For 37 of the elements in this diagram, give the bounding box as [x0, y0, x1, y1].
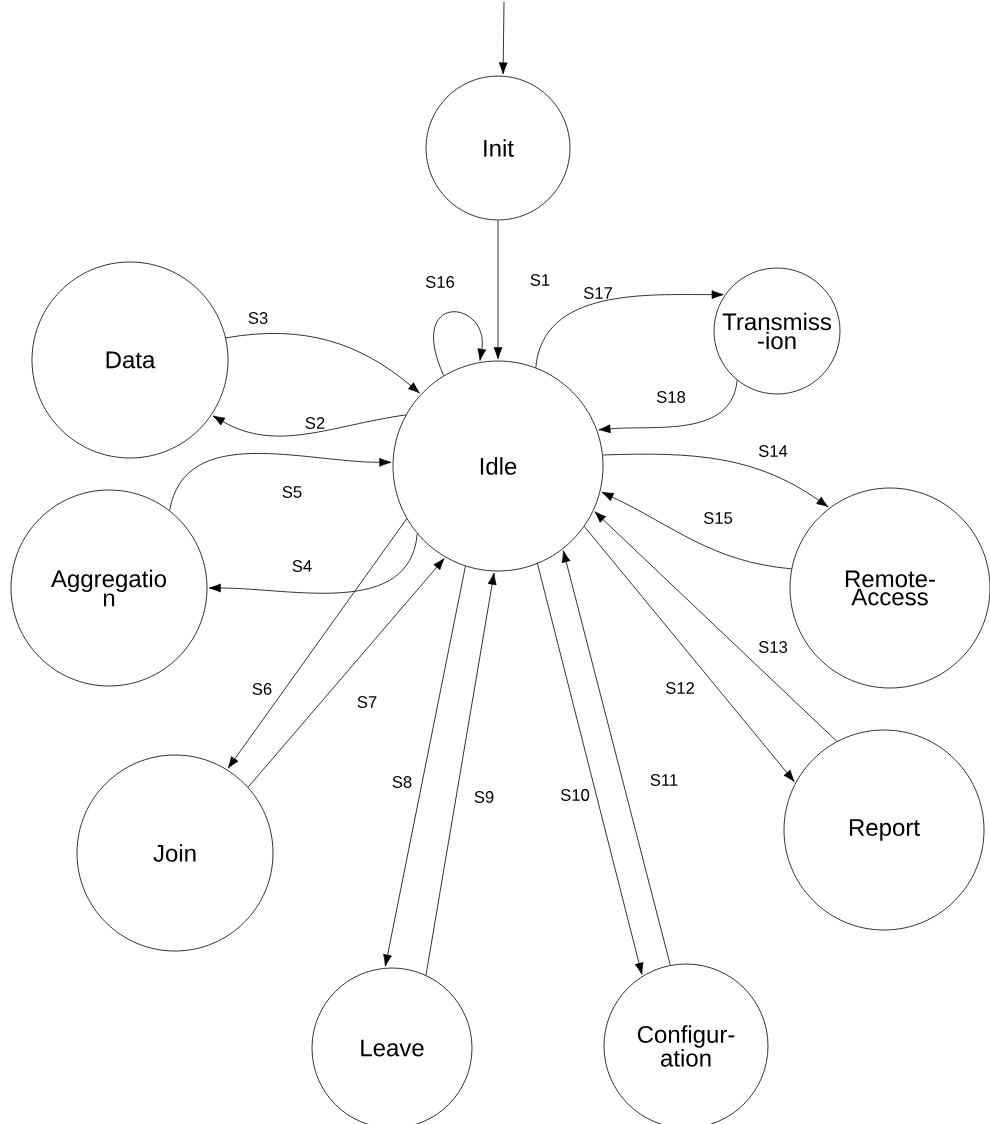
arrow — [594, 511, 838, 742]
edge-label: S1 — [530, 274, 550, 286]
edge-label: S9 — [474, 791, 494, 803]
edge-label: S3 — [248, 312, 268, 324]
arrow — [225, 333, 420, 394]
arrow — [601, 491, 792, 570]
arrow — [598, 379, 738, 434]
arrow — [561, 550, 671, 966]
edge-label: S18 — [656, 391, 686, 403]
edge-label: S10 — [560, 789, 590, 801]
arrow — [493, 220, 503, 360]
edge-label: S13 — [758, 641, 788, 653]
edge-label: S12 — [665, 682, 694, 694]
arrow — [498, 1, 508, 75]
edge-label: S7 — [357, 696, 377, 708]
arrow — [227, 518, 408, 769]
edge-label: S8 — [392, 776, 412, 788]
arrow — [602, 453, 829, 508]
arrow — [383, 565, 466, 967]
edge-label: S6 — [252, 683, 272, 695]
arrow — [208, 533, 418, 594]
arrow — [247, 558, 445, 788]
edge-label: S14 — [758, 445, 788, 457]
arrow — [583, 526, 795, 782]
arrow — [425, 572, 497, 976]
edge-label: S16 — [425, 276, 455, 288]
arrow — [535, 290, 724, 368]
edge-label: S4 — [292, 560, 312, 572]
edge-label: S15 — [703, 512, 733, 524]
arrow — [433, 311, 487, 377]
edge-label: S5 — [282, 486, 302, 498]
edge-label: S2 — [305, 417, 325, 429]
edge-label: S17 — [583, 287, 612, 299]
edge-label: S11 — [650, 774, 678, 786]
arrow — [169, 453, 392, 511]
arrow — [212, 414, 407, 437]
arrow — [537, 563, 644, 975]
